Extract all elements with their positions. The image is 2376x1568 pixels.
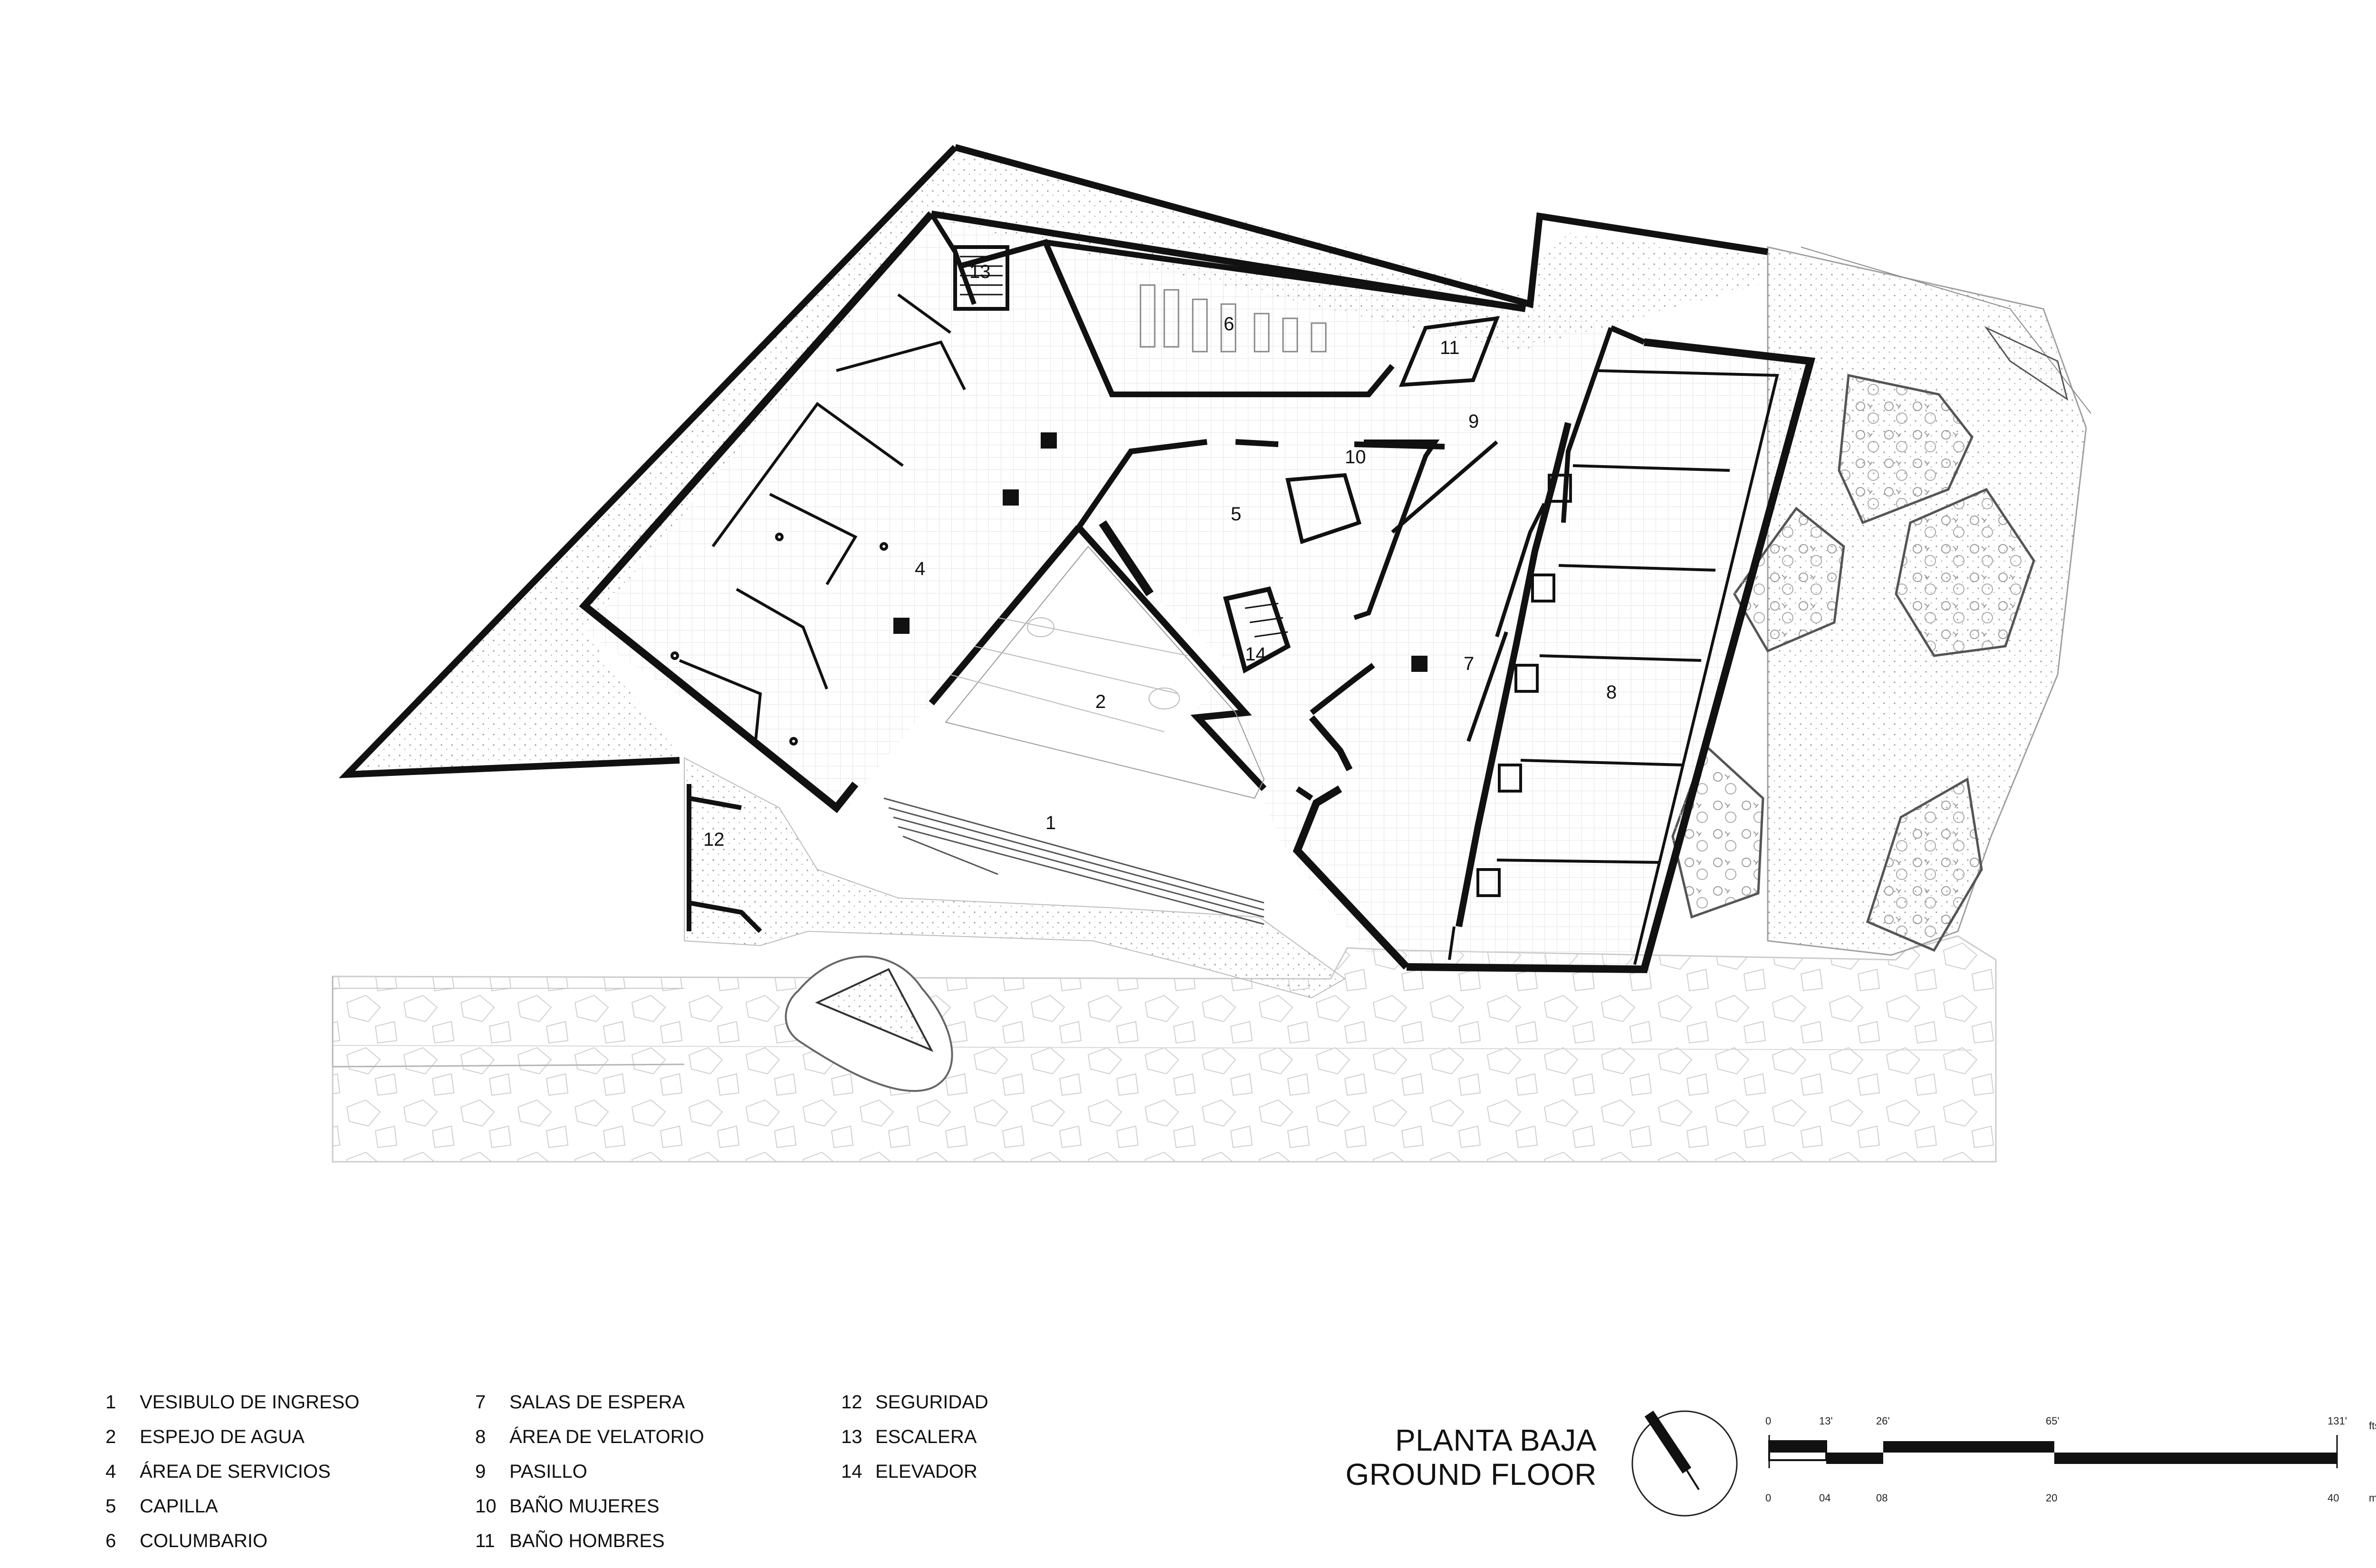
- scale-m-40: 40: [2328, 1492, 2339, 1504]
- legend-label: ÁREA DE VELATORIO: [509, 1426, 704, 1447]
- legend-item: 1 VESIBULO DE INGRESO: [105, 1385, 359, 1420]
- title-spanish: PLANTA BAJA: [1395, 1423, 1597, 1457]
- building-floor: [584, 214, 1811, 969]
- legend-num: 2: [105, 1426, 116, 1447]
- legend-label: ELEVADOR: [875, 1461, 977, 1482]
- scale-ft-13: 13': [1819, 1415, 1833, 1427]
- legend-num: 12: [841, 1392, 862, 1413]
- legend-num: 6: [105, 1530, 116, 1551]
- north-arrow-icon: [1631, 1410, 1738, 1517]
- velatorio-partitions: [1448, 369, 1779, 965]
- legend-item: 4 ÁREA DE SERVICIOS: [105, 1454, 359, 1489]
- scale-bar: [1768, 1435, 2338, 1468]
- legend-num: 11: [475, 1530, 495, 1551]
- room-label-8: 8: [1606, 682, 1617, 703]
- security-booth: [687, 784, 762, 933]
- lobby-steps: [883, 797, 1265, 925]
- scale-ft-26: 26': [1876, 1415, 1890, 1427]
- legend-column-1: 1 VESIBULO DE INGRESO 2 ESPEJO DE AGUA 4 ÁR…: [105, 1385, 359, 1558]
- room-label-10: 10: [1345, 447, 1366, 468]
- scale-ft-65: 65': [2046, 1415, 2060, 1427]
- room-label-12: 12: [703, 829, 725, 850]
- legend-item: 9 PASILLO: [475, 1454, 704, 1489]
- legend-label: VESIBULO DE INGRESO: [140, 1392, 360, 1413]
- room-label-13: 13: [969, 261, 991, 282]
- legend-label: COLUMBARIO: [140, 1530, 268, 1551]
- title-english: GROUND FLOOR: [1345, 1457, 1597, 1492]
- room-labels: 1 2 4 5 6 7 8 9 10 11 12 13 14: [703, 261, 1617, 850]
- legend-num: 10: [475, 1496, 497, 1517]
- columbario-niches: [1140, 284, 1327, 353]
- legend-item: 8 ÁREA DE VELATORIO: [475, 1420, 704, 1454]
- scale-m-0: 0: [1765, 1492, 1772, 1504]
- room-label-11: 11: [1440, 337, 1460, 358]
- legend-column-2: 7 SALAS DE ESPERA 8 ÁREA DE VELATORIO 9 PAS…: [475, 1385, 704, 1558]
- room-label-6: 6: [1224, 314, 1234, 335]
- legend-item: 5 CAPILLA: [105, 1489, 359, 1524]
- legend-item: 2 ESPEJO DE AGUA: [105, 1420, 359, 1454]
- legend-num: 5: [105, 1496, 116, 1517]
- legend-label: ESCALERA: [875, 1426, 977, 1447]
- scale-m-04: 04: [1819, 1492, 1831, 1504]
- legend-label: ÁREA DE SERVICIOS: [140, 1461, 331, 1482]
- legend-item: 13 ESCALERA: [841, 1420, 988, 1454]
- water-mirror: [945, 545, 1265, 799]
- legend-label: SALAS DE ESPERA: [509, 1392, 685, 1413]
- legend-num: 1: [105, 1392, 116, 1413]
- legend-label: PASILLO: [509, 1461, 587, 1482]
- room-label-1: 1: [1045, 813, 1056, 833]
- scale-ft-0: 0: [1765, 1415, 1772, 1427]
- service-partitions: [671, 293, 966, 746]
- walls: [579, 210, 1816, 974]
- room-label-7: 7: [1464, 653, 1474, 674]
- scale-m-08: 08: [1876, 1492, 1888, 1504]
- scale-ft-unit: fts.: [2369, 1420, 2376, 1432]
- legend-label: BAÑO MUJERES: [509, 1496, 660, 1517]
- legend-num: 4: [105, 1461, 116, 1482]
- legend-item: 12 SEGURIDAD: [841, 1385, 988, 1420]
- legend-label: BAÑO HOMBRES: [509, 1530, 665, 1551]
- legend-num: 8: [475, 1426, 486, 1447]
- legend-num: 9: [475, 1461, 486, 1482]
- room-label-4: 4: [915, 558, 925, 579]
- legend-item: 14 ELEVADOR: [841, 1454, 988, 1489]
- scale-m-20: 20: [2046, 1492, 2058, 1504]
- columns: [893, 432, 1428, 672]
- legend-item: 10 BAÑO MUJERES: [475, 1489, 704, 1524]
- legend-label: CAPILLA: [140, 1496, 218, 1517]
- legend-num: 7: [475, 1392, 486, 1413]
- room-label-9: 9: [1468, 411, 1479, 432]
- legend-label: ESPEJO DE AGUA: [140, 1426, 305, 1447]
- scale-m-unit: mts.: [2369, 1492, 2376, 1504]
- legend-num: 13: [841, 1426, 862, 1447]
- legend-num: 14: [841, 1461, 862, 1482]
- legend-item: 7 SALAS DE ESPERA: [475, 1385, 704, 1420]
- room-label-5: 5: [1231, 504, 1241, 525]
- room-label-2: 2: [1095, 691, 1106, 712]
- legend-label: SEGURIDAD: [875, 1392, 988, 1413]
- room-label-14: 14: [1245, 644, 1266, 665]
- legend-item: 6 COLUMBARIO: [105, 1524, 359, 1558]
- legend-item: 11 BAÑO HOMBRES: [475, 1524, 704, 1558]
- scale-ft-131: 131': [2328, 1415, 2347, 1427]
- cores: [953, 245, 1500, 674]
- drawing-title: PLANTA BAJA GROUND FLOOR: [1331, 1423, 1597, 1492]
- legend-column-3: 12 SEGURIDAD 13 ESCALERA 14 ELEVADOR: [841, 1385, 988, 1489]
